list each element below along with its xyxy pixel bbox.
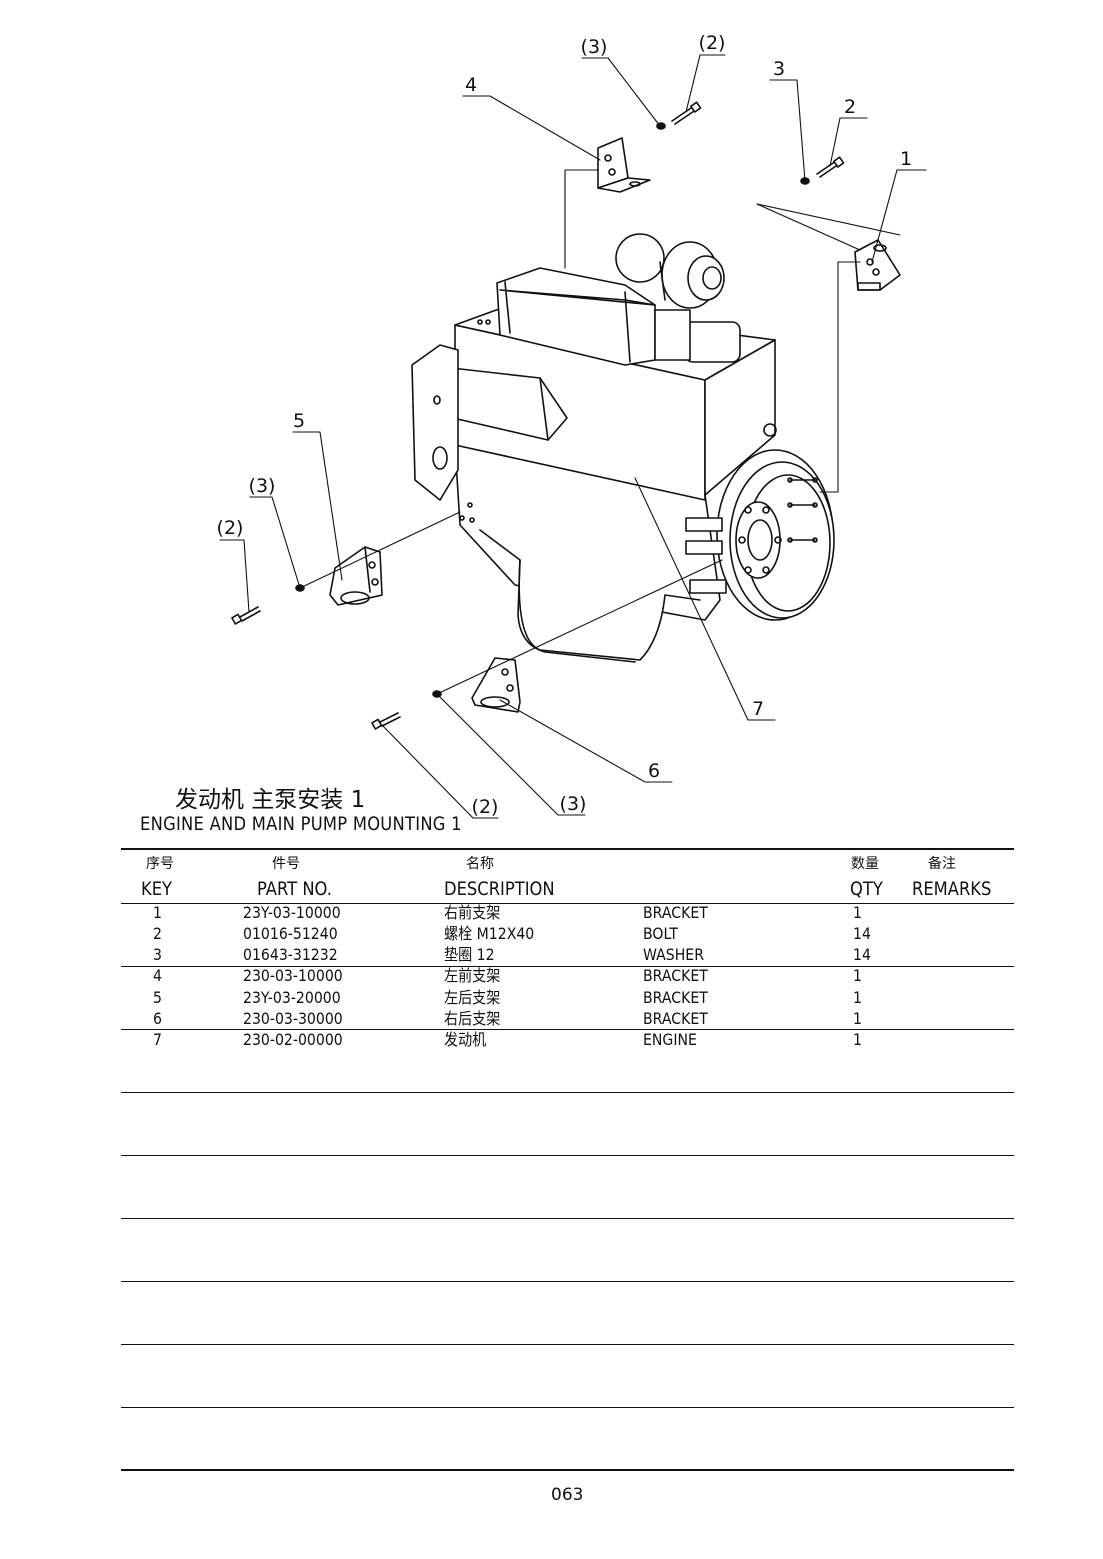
row-desc-en: WASHER — [643, 945, 704, 964]
row-qty: 1 — [853, 966, 862, 985]
row-qty: 14 — [853, 924, 871, 943]
callout-left-washer: (3) — [248, 475, 276, 497]
empty-row-rule — [121, 1155, 1014, 1156]
row-part-no: 230-03-10000 — [243, 966, 343, 985]
row-qty: 1 — [853, 903, 862, 922]
row-desc-en: BRACKET — [643, 988, 708, 1007]
header-qty: QTY — [850, 878, 883, 900]
row-desc-en: BRACKET — [643, 903, 708, 922]
callout-bottom-bolt: (2) — [471, 796, 499, 818]
bracket-5-drawing — [329, 546, 383, 606]
row-desc-cn: 发动机 — [444, 1030, 487, 1049]
row-part-no: 23Y-03-20000 — [243, 988, 341, 1007]
row-desc-en: BRACKET — [643, 966, 708, 985]
callout-right-bolt: 2 — [843, 96, 857, 118]
row-desc-cn: 左前支架 — [444, 966, 501, 985]
row-key: 3 — [153, 945, 162, 964]
engine-drawing — [411, 233, 835, 663]
leader-lines — [219, 54, 927, 819]
callout-bottom-washer: (3) — [559, 793, 587, 815]
group-rule-1 — [121, 966, 1014, 967]
row-desc-cn: 左后支架 — [444, 988, 501, 1007]
header-description: DESCRIPTION — [444, 878, 555, 900]
header-rule — [121, 903, 1014, 904]
header-part-no: PART NO. — [257, 878, 332, 900]
header-key-cn: 序号 — [146, 856, 174, 872]
row-desc-cn: 垫圈 12 — [444, 945, 495, 964]
row-desc-cn: 右后支架 — [444, 1009, 501, 1028]
row-part-no: 01016-51240 — [243, 924, 338, 943]
row-key: 2 — [153, 924, 162, 943]
header-remarks: REMARKS — [912, 878, 992, 900]
row-qty: 14 — [853, 945, 871, 964]
callout-right-washer: 3 — [772, 58, 786, 80]
table-bottom-rule — [121, 1469, 1014, 1471]
row-qty: 1 — [853, 1030, 862, 1049]
header-part-cn: 件号 — [272, 856, 300, 872]
exploded-view-drawing — [219, 54, 927, 819]
row-key: 4 — [153, 966, 162, 985]
row-qty: 1 — [853, 988, 862, 1007]
callout-top-bolt: (2) — [698, 32, 726, 54]
callout-bracket-4: 4 — [464, 74, 478, 96]
empty-row-rule — [121, 1281, 1014, 1282]
header-desc-cn: 名称 — [466, 856, 494, 872]
row-key: 6 — [153, 1009, 162, 1028]
callout-bracket-6: 6 — [647, 760, 661, 782]
callout-engine-7: 7 — [751, 698, 765, 720]
header-qty-cn: 数量 — [851, 856, 879, 872]
bracket-1-drawing — [854, 239, 901, 291]
empty-row-rule — [121, 1092, 1014, 1093]
bracket-4-drawing — [597, 137, 651, 193]
callout-top-washer: (3) — [580, 36, 608, 58]
row-part-no: 230-03-30000 — [243, 1009, 343, 1028]
row-desc-en: BRACKET — [643, 1009, 708, 1028]
callout-bracket-5: 5 — [292, 410, 306, 432]
header-key: KEY — [141, 878, 173, 900]
title-english: ENGINE AND MAIN PUMP MOUNTING 1 — [140, 813, 462, 835]
header-remarks-cn: 备注 — [928, 856, 956, 872]
row-part-no: 01643-31232 — [243, 945, 338, 964]
row-desc-cn: 右前支架 — [444, 903, 501, 922]
empty-row-rule — [121, 1218, 1014, 1219]
row-part-no: 23Y-03-10000 — [243, 903, 341, 922]
page-number: 063 — [551, 1485, 584, 1505]
table-top-rule — [121, 848, 1014, 850]
row-desc-cn: 螺栓 M12X40 — [444, 924, 535, 943]
row-desc-en: BOLT — [643, 924, 679, 943]
empty-row-rule — [121, 1407, 1014, 1408]
row-qty: 1 — [853, 1009, 862, 1028]
bracket-6-drawing — [471, 657, 521, 713]
title-chinese: 发动机 主泵安装 1 — [175, 787, 366, 813]
group-rule-2 — [121, 1029, 1014, 1030]
empty-row-rule — [121, 1344, 1014, 1345]
row-key: 7 — [153, 1030, 162, 1049]
callout-left-bolt: (2) — [216, 517, 244, 539]
row-key: 5 — [153, 988, 162, 1007]
row-key: 1 — [153, 903, 162, 922]
row-part-no: 230-02-00000 — [243, 1030, 343, 1049]
row-desc-en: ENGINE — [643, 1030, 697, 1049]
callout-bracket-1: 1 — [899, 148, 913, 170]
